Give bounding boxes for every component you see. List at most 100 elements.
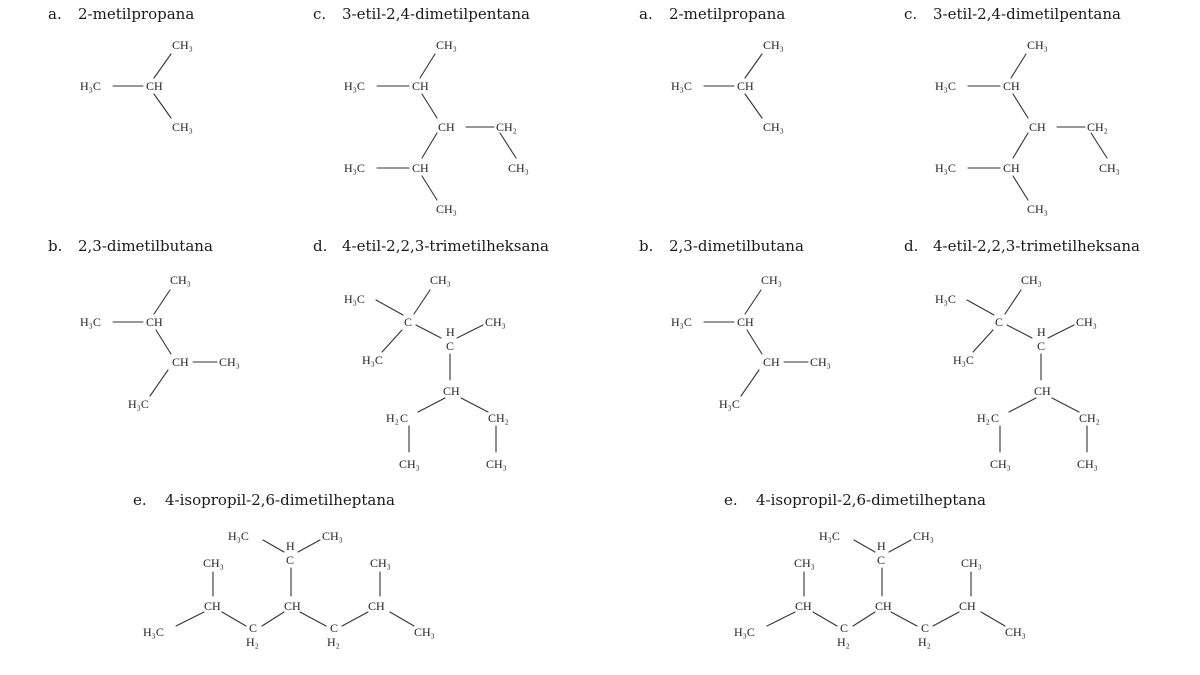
bond: [1051, 397, 1080, 413]
atom-h2: H₂: [837, 635, 850, 649]
molecule-a-letter: a.: [48, 5, 62, 23]
molecule-a-name: 2-metilpropana: [78, 5, 194, 23]
atom-h3c: H₃C: [953, 353, 974, 367]
atom-ch: CH: [146, 315, 163, 329]
atom-h3c: H₃C: [143, 625, 164, 639]
atom-c: C: [840, 621, 848, 635]
molecule-e-name: 4-isopropil-2,6-dimetilheptana: [165, 491, 395, 509]
molecule-e: e. 4-isopropil-2,6-dimetilheptana H₃C H …: [133, 491, 435, 649]
atom-ch3: CH₃: [170, 273, 191, 287]
atom-h3c: H₃C: [819, 529, 840, 543]
atom-h3c: H₃C: [935, 292, 956, 306]
atom-ch: CH: [146, 79, 163, 93]
molecule-d-name: 4-etil-2,2,3-trimetilheksana: [933, 237, 1140, 255]
atom-ch2: CH₂: [1087, 120, 1108, 134]
bond: [415, 324, 442, 339]
atom-ch: CH: [368, 599, 385, 613]
atom-c: C: [249, 621, 257, 635]
atom-ch3: CH₃: [172, 38, 193, 52]
atom-ch2: CH₂: [1079, 411, 1100, 425]
bond: [1012, 175, 1029, 201]
bond: [456, 324, 484, 339]
atom-ch3: CH₃: [761, 273, 782, 287]
bond: [1004, 289, 1022, 315]
bond: [155, 329, 172, 355]
atom-h3c: H₃C: [671, 315, 692, 329]
molecule-d: d. 4-etil-2,2,3-trimetilheksana H₃C CH₃ …: [904, 237, 1140, 471]
bond: [744, 289, 762, 315]
bond: [389, 611, 415, 627]
bond: [890, 611, 918, 627]
bond: [740, 369, 760, 397]
bond: [853, 539, 876, 553]
atom-ch3: CH₃: [763, 120, 784, 134]
bond: [852, 611, 876, 627]
bond: [1090, 132, 1108, 159]
atom-ch3: CH₃: [436, 38, 457, 52]
bond: [421, 132, 438, 159]
atom-ch: CH: [284, 599, 301, 613]
atom-h2: H₂: [246, 635, 259, 649]
atom-h3c: H₃C: [734, 625, 755, 639]
bond: [746, 329, 763, 355]
atom-h2: H₂: [918, 635, 931, 649]
atom-h2: H₂: [327, 635, 340, 649]
atom-c: C: [330, 621, 338, 635]
atom-ch3: CH₃: [430, 273, 451, 287]
bond: [966, 299, 995, 316]
atom-h2c: H₂: [977, 411, 990, 425]
molecule-b-letter: b.: [639, 237, 653, 255]
atom-ch: CH: [763, 355, 780, 369]
bond: [812, 611, 838, 627]
atom-h3c: H₃C: [719, 397, 740, 411]
bond: [744, 53, 763, 79]
atom-ch3: CH₃: [508, 161, 529, 175]
bond: [1012, 93, 1029, 119]
bond: [375, 299, 404, 316]
bond: [980, 611, 1006, 627]
atom-h3c: H₃C: [80, 315, 101, 329]
bond: [421, 93, 438, 119]
molecule-d-letter: d.: [904, 237, 918, 255]
atom-ch3: CH₃: [1027, 38, 1048, 52]
bond: [261, 611, 285, 627]
atom-ch: CH: [959, 599, 976, 613]
bond: [1010, 53, 1027, 79]
bond: [1047, 324, 1075, 339]
atom-ch: CH: [412, 161, 429, 175]
atom-ch: CH: [443, 384, 460, 398]
bond: [499, 132, 517, 159]
atom-ch: CH: [172, 355, 189, 369]
atom-ch3: CH₃: [1021, 273, 1042, 287]
molecule-b-name: 2,3-dimetilbutana: [669, 237, 804, 255]
molecule-a: a. 2-metilpropana H₃C CH CH₃ CH₃: [639, 5, 785, 134]
molecule-b: b. 2,3-dimetilbutana CH₃ H₃C CH CH CH₃ H…: [639, 237, 831, 411]
atom-ch3: CH₃: [1005, 625, 1026, 639]
atom-h3c: H₃C: [80, 79, 101, 93]
molecule-e-name: 4-isopropil-2,6-dimetilheptana: [756, 491, 986, 509]
bond: [1006, 324, 1033, 339]
atom-ch2: CH₂: [496, 120, 517, 134]
bond: [744, 93, 763, 119]
atom-ch3: CH₃: [370, 556, 391, 570]
bond: [419, 53, 436, 79]
bond: [766, 611, 796, 627]
molecule-b-name: 2,3-dimetilbutana: [78, 237, 213, 255]
panel-right: a. 2-metilpropana H₃C CH CH₃ CH₃ c. 3-et…: [639, 5, 1140, 649]
atom-h3c: H₃C: [362, 353, 383, 367]
molecule-e: e. 4-isopropil-2,6-dimetilheptana H₃C H …: [724, 491, 1026, 649]
bond: [153, 289, 171, 315]
molecule-d-name: 4-etil-2,2,3-trimetilheksana: [342, 237, 549, 255]
atom-ch3: CH₃: [322, 529, 343, 543]
atom-h2c: H₂: [386, 411, 399, 425]
atom-ch: CH: [875, 599, 892, 613]
atom-h3c: H₃C: [935, 79, 956, 93]
atom-ch: CH: [795, 599, 812, 613]
molecule-c: c. 3-etil-2,4-dimetilpentana CH₃ H₃C CH …: [904, 5, 1121, 216]
atom-ch3: CH₃: [1099, 161, 1120, 175]
atom-ch: CH: [1029, 120, 1046, 134]
atom-c: C: [286, 553, 294, 567]
bond: [297, 539, 321, 553]
atom-ch: CH: [1034, 384, 1051, 398]
atom-ch: CH: [737, 79, 754, 93]
